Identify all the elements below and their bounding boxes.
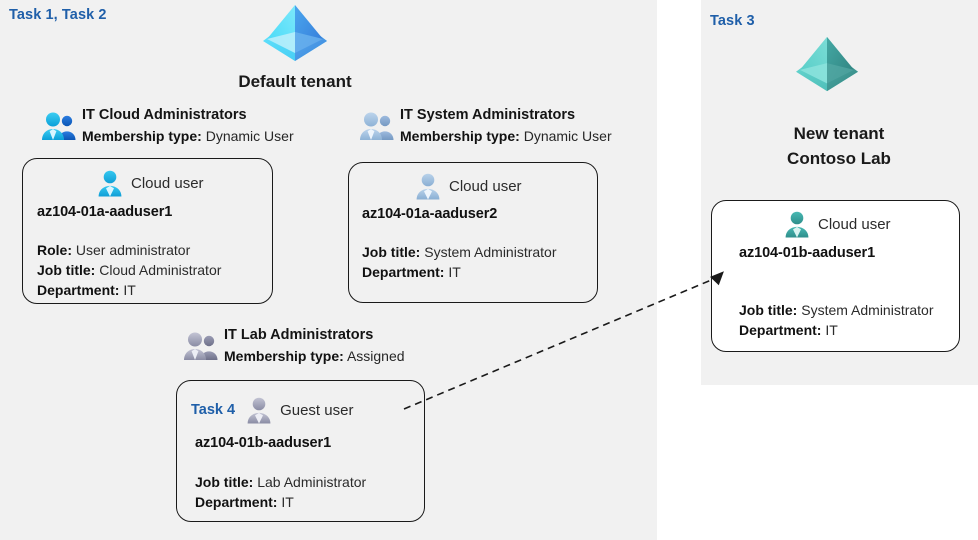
membership-type-label: Membership type:: [400, 127, 520, 144]
user-principal-name: az104-01b-aaduser1: [195, 435, 332, 451]
attr-label: Department:: [362, 263, 445, 280]
azure-ad-tenant-diamond-icon: [259, 2, 331, 66]
user-type-label: Cloud user: [449, 177, 522, 195]
user-type-label: Cloud user: [131, 174, 204, 192]
attr-label: Department:: [37, 281, 120, 298]
attr-job-title: Job title: Cloud Administrator: [37, 261, 221, 281]
attr-value: Lab Administrator: [257, 474, 367, 490]
user-attributes: Role: User administrator Job title: Clou…: [37, 241, 221, 301]
attr-department: Department: IT: [739, 321, 934, 341]
cloud-user-icon: [95, 168, 125, 198]
card-header: Cloud user: [95, 168, 204, 198]
attr-department: Department: IT: [37, 281, 221, 301]
attr-value: User administrator: [75, 242, 191, 258]
attr-job-title: Job title: System Administrator: [739, 301, 934, 321]
azure-ad-tenant-diamond-icon: [792, 34, 862, 96]
attr-value: IT: [825, 321, 838, 338]
attr-job-title: Job title: Lab Administrator: [195, 473, 366, 493]
card-header: Task 4 Guest user: [191, 395, 353, 425]
membership-type-label: Membership type:: [82, 127, 202, 144]
attr-job-title: Job title: System Administrator: [362, 243, 557, 263]
group-membership-type: Membership type: Dynamic User: [82, 126, 294, 146]
arrow-line: [403, 277, 717, 410]
group-membership-type: Membership type: Assigned: [224, 346, 405, 366]
user-type-label: Cloud user: [818, 215, 891, 233]
attr-value: IT: [281, 493, 294, 510]
card-header: Cloud user: [782, 209, 891, 239]
user-attributes: Job title: System Administrator Departme…: [362, 243, 557, 283]
attr-value: System Administrator: [424, 244, 557, 260]
group-users-icon: [358, 110, 396, 142]
new-tenant-caption-line1: New tenant: [793, 124, 885, 143]
user-principal-name: az104-01a-aaduser1: [37, 204, 173, 220]
attr-value: Cloud Administrator: [99, 261, 222, 278]
guest-user-icon: [244, 395, 274, 425]
attr-label: Job title:: [739, 302, 798, 318]
task-label-3: Task 3: [710, 13, 755, 29]
membership-type-value: Assigned: [346, 347, 405, 364]
user-principal-name: az104-01a-aaduser2: [362, 206, 498, 222]
membership-type-value: Dynamic User: [523, 127, 612, 144]
attr-role: Role: User administrator: [37, 241, 221, 261]
attr-value: IT: [448, 263, 461, 280]
task-label-1-2: Task 1, Task 2: [9, 7, 107, 23]
user-principal-name: az104-01b-aaduser1: [739, 245, 876, 261]
group-users-icon: [182, 330, 220, 362]
user-card-az104-01a-aaduser1[interactable]: Cloud user az104-01a-aaduser1 Role: User…: [22, 158, 273, 304]
group-name: IT Cloud Administrators: [82, 107, 247, 123]
user-attributes: Job title: Lab Administrator Department:…: [195, 473, 366, 513]
cloud-user-icon: [413, 171, 443, 201]
cloud-user-icon: [782, 209, 812, 239]
attr-department: Department: IT: [362, 263, 557, 283]
attr-label: Job title:: [195, 474, 254, 490]
user-card-az104-01a-aaduser2[interactable]: Cloud user az104-01a-aaduser2 Job title:…: [348, 162, 598, 303]
new-tenant-caption: New tenant Contoso Lab: [710, 122, 968, 171]
new-tenant-caption-line2: Contoso Lab: [787, 148, 891, 168]
user-type-label: Guest user: [280, 401, 354, 419]
membership-type-label: Membership type:: [224, 347, 344, 364]
user-attributes: Job title: System Administrator Departme…: [739, 301, 934, 341]
group-name: IT Lab Administrators: [224, 327, 374, 343]
attr-label: Department:: [195, 493, 278, 510]
group-membership-type: Membership type: Dynamic User: [400, 126, 612, 146]
arrow-head: [710, 271, 724, 286]
card-header: Cloud user: [413, 171, 522, 201]
task-label-4: Task 4: [191, 402, 236, 418]
membership-type-value: Dynamic User: [205, 127, 294, 144]
user-card-az104-01b-aaduser1-new-tenant[interactable]: Cloud user az104-01b-aaduser1 Job title:…: [711, 200, 960, 352]
attr-value: System Administrator: [801, 302, 934, 318]
group-users-icon: [40, 110, 78, 142]
attr-label: Job title:: [362, 244, 421, 260]
user-card-az104-01b-aaduser1-guest[interactable]: Task 4 Guest user az104-01b-aaduser1 Job…: [176, 380, 425, 522]
attr-value: IT: [123, 281, 136, 298]
default-tenant-caption: Default tenant: [238, 72, 352, 91]
attr-label: Department:: [739, 321, 822, 338]
group-name: IT System Administrators: [400, 107, 576, 123]
attr-department: Department: IT: [195, 493, 366, 513]
attr-label: Job title:: [37, 261, 96, 278]
attr-label: Role:: [37, 242, 72, 258]
